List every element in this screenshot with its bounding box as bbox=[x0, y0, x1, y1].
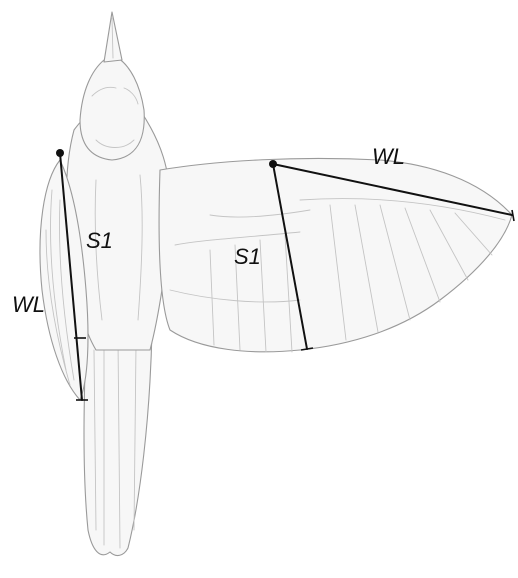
spread-wing-wl-tick bbox=[512, 210, 514, 221]
spread-wing-s1-label: S1 bbox=[234, 244, 261, 269]
spread-wing-landmark-point bbox=[269, 160, 277, 168]
folded-wing-landmark-point bbox=[56, 149, 64, 157]
folded-wing-wl-label: WL bbox=[12, 292, 45, 317]
bird-head bbox=[80, 58, 144, 160]
bird-illustration bbox=[40, 12, 512, 555]
folded-wing-s1-label: S1 bbox=[86, 228, 113, 253]
spread-wing-wl-label: WL bbox=[372, 144, 405, 169]
